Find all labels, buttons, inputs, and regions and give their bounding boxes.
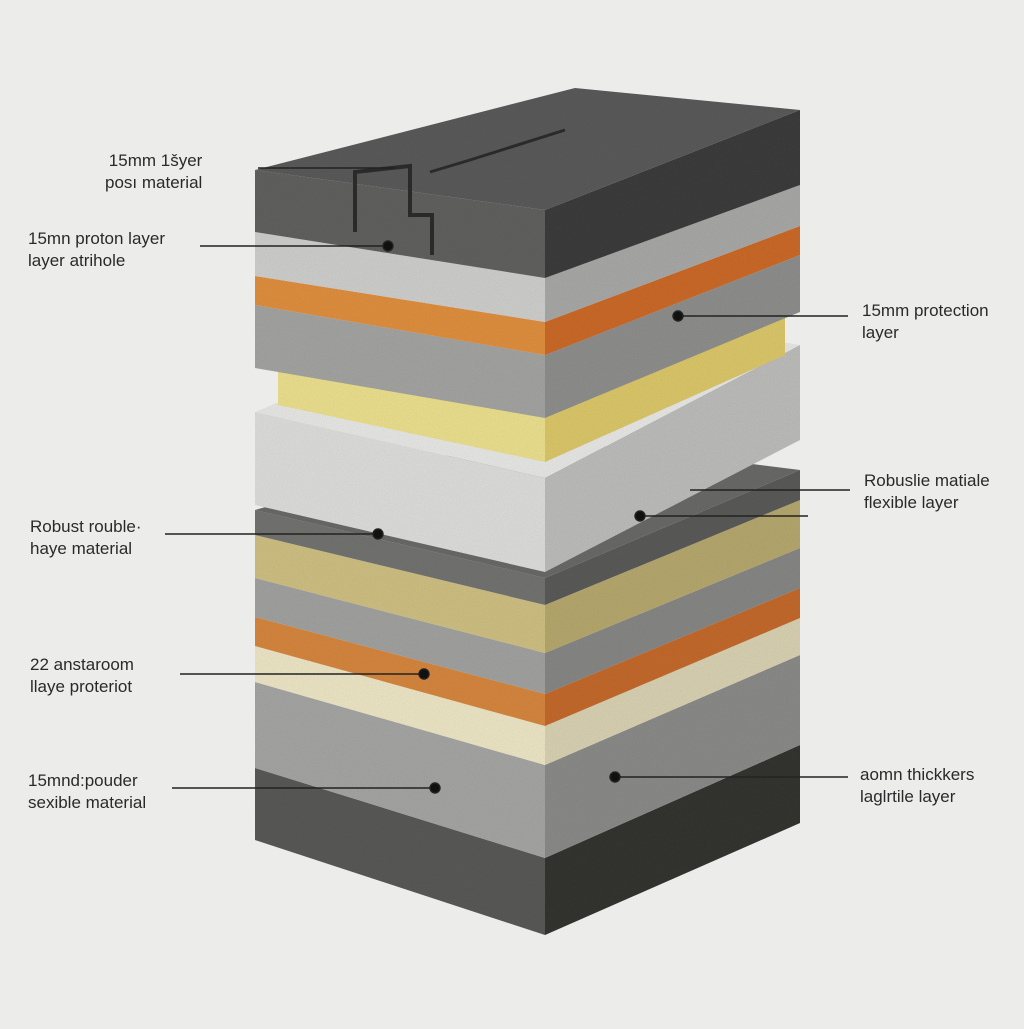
leader-dot xyxy=(382,240,394,252)
label-left-3: Robust rouble· haye material xyxy=(30,517,142,558)
layer-orange-2-side xyxy=(545,588,800,726)
layer-cream-front xyxy=(255,646,545,765)
layer-white-slab-side xyxy=(545,345,800,572)
label-right-1: 15mm protection layer xyxy=(862,301,989,342)
layer-top-slab-top xyxy=(255,88,800,210)
layer-yellow-front xyxy=(278,368,545,462)
slab-groove xyxy=(429,128,566,174)
layer-orange-front xyxy=(255,276,545,355)
label-left-2: 15mn proton layer layer atrihole xyxy=(28,229,166,270)
leader-dot xyxy=(634,510,646,522)
label-right-2: Robuslie matiale flexible layer xyxy=(864,471,990,512)
layer-yellow-side xyxy=(545,318,785,462)
leader-dot xyxy=(609,771,621,783)
layer-orange-2-front xyxy=(255,617,545,726)
upper-block xyxy=(255,88,800,462)
label-left-4: 22 anstaroom llaye proteriot xyxy=(30,655,134,696)
layer-cream-side xyxy=(545,618,800,765)
layer-light-gray-side xyxy=(545,185,800,322)
layer-light-gray-2-side xyxy=(545,655,800,858)
layer-light-gray-front xyxy=(255,232,545,322)
layer-base-dark-front xyxy=(255,768,545,935)
layer-gray-front xyxy=(255,305,545,418)
layer-gray-side xyxy=(545,255,800,418)
label-left-5: 15mnd:pouder sexible material xyxy=(28,771,147,812)
label-left-1: 15mm 1šyer posı material xyxy=(105,151,203,192)
layer-top-slab-side xyxy=(545,110,800,278)
layer-orange-side xyxy=(545,226,800,355)
layer-mid-gray-side xyxy=(545,548,800,694)
slab-crack xyxy=(353,163,434,255)
layer-white-slab-front xyxy=(255,412,545,572)
layer-light-gray-2-front xyxy=(255,682,545,858)
leader-dot xyxy=(418,668,430,680)
layer-top-slab-front xyxy=(255,170,545,278)
layer-dark-gray-side xyxy=(545,470,800,605)
leader-dot xyxy=(429,782,441,794)
leader-dot xyxy=(372,528,384,540)
layer-mid-gray-front xyxy=(255,578,545,694)
layer-base-dark-side xyxy=(545,745,800,935)
leader-lines xyxy=(165,167,850,794)
layer-sand-side xyxy=(545,500,800,653)
leader-dot xyxy=(672,310,684,322)
layer-sand-front xyxy=(255,535,545,653)
bottom-block xyxy=(255,435,800,935)
label-right-3: aomn thickkers laglrtile layer xyxy=(860,765,975,806)
